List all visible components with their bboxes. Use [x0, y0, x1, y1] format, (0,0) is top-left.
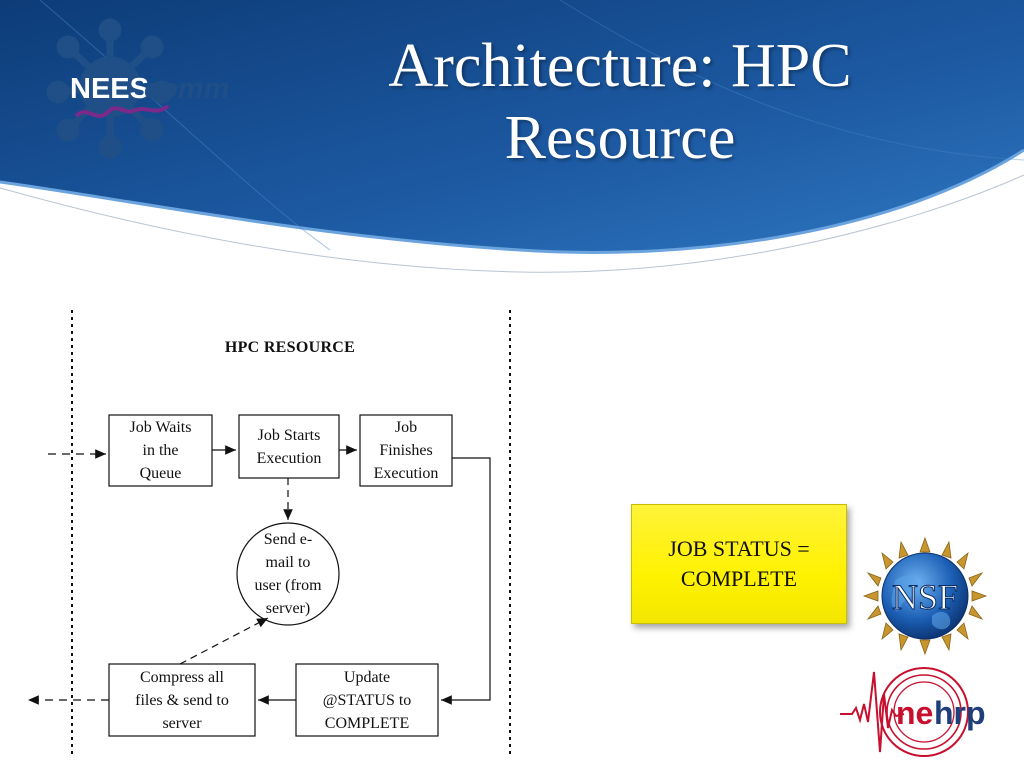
box-job-starts-text: Job Starts Execution	[256, 427, 322, 467]
comm-wordmark: comm	[144, 73, 229, 105]
box-job-starts	[238, 414, 340, 479]
nehrp-wordmark-hrp: hrp	[934, 695, 986, 731]
box-compress-text: Compress all files & send to server	[135, 669, 229, 732]
nehrp-logo: ne hrp	[840, 667, 986, 757]
nsf-wordmark: NSF	[892, 577, 958, 617]
hpc-flow-diagram: HPC RESOURCE Job Waits in the Queue Job …	[20, 300, 540, 760]
callout-line1: JOB STATUS =	[668, 536, 810, 561]
box-update-status-text: Update @STATUS to COMPLETE	[322, 669, 412, 732]
arrow-finish-to-update	[441, 457, 491, 705]
arrow-compress-to-email	[179, 617, 269, 665]
nsf-logo: NSF	[862, 536, 988, 656]
callout-line2: COMPLETE	[680, 566, 798, 591]
job-status-callout: JOB STATUS = COMPLETE	[631, 504, 847, 624]
slide-title-line2: Resource	[504, 104, 736, 172]
diagram-title: HPC RESOURCE	[224, 339, 356, 356]
neescomm-logo: NEES comm	[46, 18, 229, 159]
circle-send-email	[236, 522, 340, 626]
box-update-status	[295, 663, 439, 737]
header-banner	[0, 0, 1024, 273]
box-job-waits-text: Job Waits in the Queue	[129, 419, 192, 482]
nees-wordmark: NEES	[70, 73, 149, 105]
box-job-finishes	[359, 414, 453, 487]
circle-send-email-text: Send e- mail to user (from server)	[254, 531, 322, 617]
slide-title-line1: Architecture: HPC	[388, 32, 852, 100]
box-job-finishes-text: Job Finishes Execution	[373, 419, 439, 482]
nehrp-wordmark-ne: ne	[896, 695, 933, 731]
slide-title: Architecture: HPC Resource	[300, 30, 940, 174]
